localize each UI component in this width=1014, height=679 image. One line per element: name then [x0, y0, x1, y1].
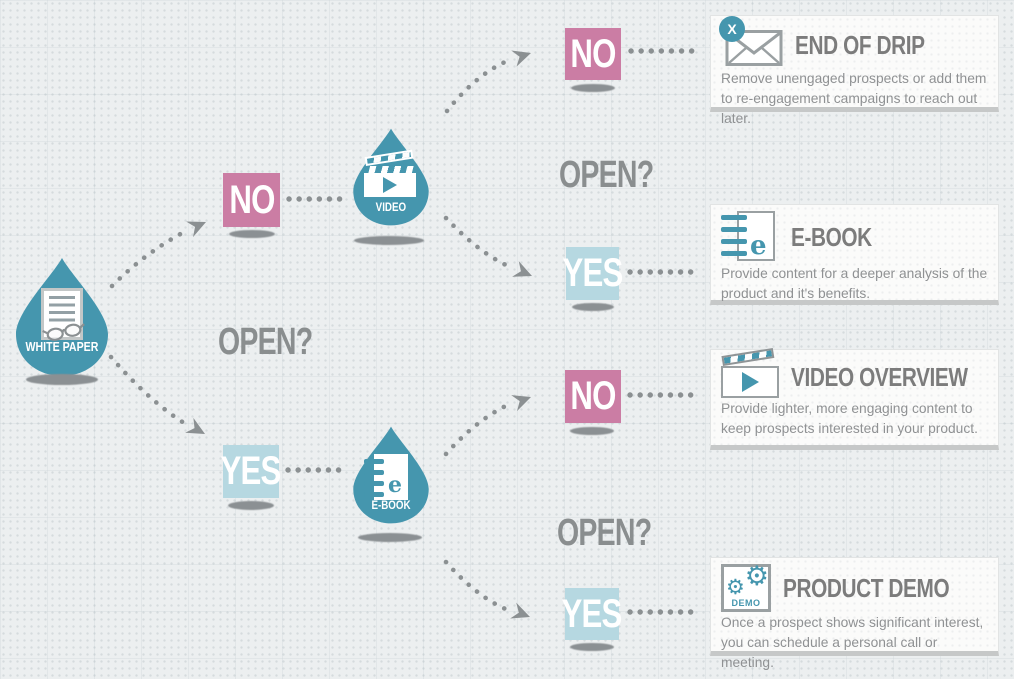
- badge-label: NO: [570, 31, 616, 76]
- badge-label: NO: [228, 177, 275, 222]
- card-title: PRODUCT DEMO: [783, 572, 950, 603]
- play-icon: [741, 372, 759, 392]
- drop-label: WHITE PAPER: [25, 340, 99, 354]
- badge-shadow: [229, 230, 275, 238]
- card-end-of-drip: X END OF DRIP Remove unengaged prospects…: [710, 15, 999, 126]
- gears-demo-icon: ⚙ ⚙ DEMO: [721, 561, 771, 612]
- ebook-drop-node: e E-BOOK: [350, 424, 432, 526]
- card-description: Once a prospect shows significant intere…: [721, 615, 984, 670]
- card-title: END OF DRIP: [795, 29, 925, 60]
- clapperboard-play-icon: [364, 149, 416, 197]
- badge-shadow: [228, 501, 274, 510]
- badge-shadow: [570, 427, 614, 435]
- ebook-letter: e: [750, 231, 767, 261]
- demo-label: DEMO: [731, 598, 761, 608]
- gear-icon: ⚙: [726, 575, 745, 599]
- clapperboard-play-icon: [721, 347, 779, 398]
- drop-shadow: [26, 374, 98, 385]
- white-paper-document-glasses-icon: [41, 288, 85, 341]
- badge-no-ebook: NO: [565, 370, 621, 423]
- envelope-x-icon: X: [719, 16, 783, 68]
- gear-icon: ⚙: [744, 561, 769, 592]
- video-drop-node: VIDEO: [350, 126, 432, 228]
- card-description: Provide lighter, more engaging content t…: [721, 401, 978, 436]
- open-question-ebook: OPEN?: [557, 512, 652, 554]
- drop-shadow: [354, 236, 424, 245]
- play-icon: [383, 177, 397, 193]
- card-description: Provide content for a deeper analysis of…: [721, 266, 988, 301]
- arrow-whitepaper-to-yes: [108, 354, 187, 426]
- arrow-whitepaper-to-no: [109, 228, 189, 289]
- drop-label: VIDEO: [375, 202, 407, 214]
- badge-shadow: [571, 84, 615, 92]
- badge-yes-ebook: YES: [561, 588, 623, 640]
- badge-no-whitepaper: NO: [223, 173, 280, 227]
- open-question-video: OPEN?: [559, 154, 654, 196]
- card-ebook: e E-BOOK Provide content for a deeper an…: [710, 204, 999, 305]
- arrow-ebook-to-no: [443, 400, 515, 457]
- spiral-ebook-icon: e: [350, 424, 432, 526]
- drop-shadow: [358, 533, 422, 542]
- card-product-demo: ⚙ ⚙ DEMO PRODUCT DEMO Once a prospect sh…: [710, 557, 999, 670]
- card-description: Remove unengaged prospects or add them t…: [721, 71, 987, 126]
- ebook-letter: e: [388, 472, 402, 498]
- x-badge-icon: X: [719, 16, 745, 42]
- badge-no-video: NO: [565, 28, 621, 80]
- arrow-video-to-yes: [443, 215, 511, 269]
- badge-shadow: [572, 303, 614, 311]
- badge-label: NO: [570, 374, 616, 418]
- arrow-ebook-to-yes: [443, 559, 511, 613]
- badge-label: YES: [561, 591, 623, 636]
- badge-label: YES: [562, 251, 623, 295]
- badge-yes-video: YES: [562, 247, 623, 300]
- open-question-whitepaper: OPEN?: [218, 321, 313, 363]
- badge-shadow: [570, 643, 614, 651]
- badge-yes-whitepaper: YES: [220, 445, 282, 498]
- badge-label: YES: [220, 449, 282, 493]
- reading-glasses-icon: [42, 323, 85, 341]
- card-title: VIDEO OVERVIEW: [791, 361, 968, 392]
- card-video-overview: VIDEO OVERVIEW Provide lighter, more eng…: [710, 347, 999, 450]
- arrow-video-to-no: [444, 56, 515, 114]
- whitepaper-drop-node: WHITE PAPER: [12, 256, 112, 378]
- card-title: E-BOOK: [791, 221, 872, 252]
- spiral-ebook-icon: e: [721, 211, 779, 263]
- drop-label: E-BOOK: [371, 500, 411, 512]
